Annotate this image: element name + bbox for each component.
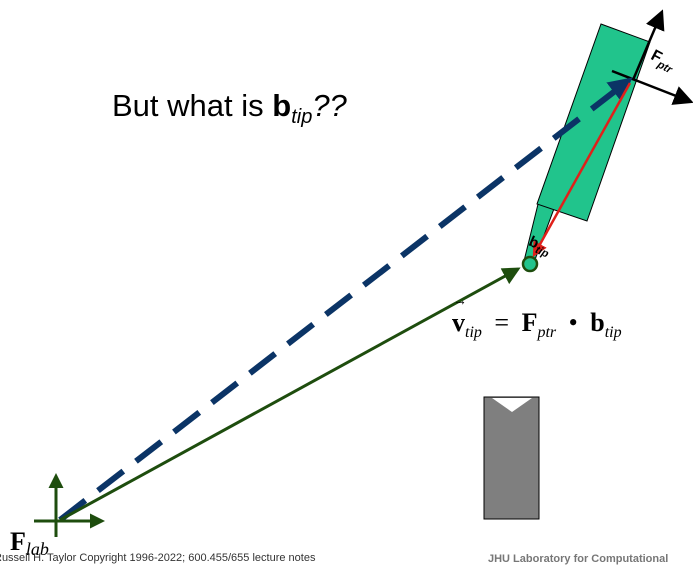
eq-equals: =: [494, 308, 510, 337]
eq-f-sub: ptr: [537, 324, 557, 341]
f-lab-label: Flab: [10, 527, 49, 560]
f-lab-label-sub: lab: [25, 539, 49, 559]
eq-v-sub: tip: [465, 324, 482, 341]
footer-copyright: Russell H. Taylor Copyright 1996-2022; 6…: [0, 552, 316, 564]
title-suffix: ??: [312, 88, 347, 123]
tool-notch: [492, 398, 532, 412]
eq-b: b: [590, 308, 605, 337]
b-tip-vector: [532, 82, 632, 258]
vector-arrow-icon: →: [453, 294, 467, 309]
eq-v-symbol: v: [452, 308, 465, 337]
tip-equation: →vtip = Fptr • btip: [452, 294, 622, 342]
eq-dot: •: [568, 308, 578, 337]
f-ptr-axis-x: [611, 69, 693, 105]
v-tip-vector: [59, 267, 521, 522]
eq-f: F: [521, 308, 538, 337]
dashed-frame-vector: [58, 77, 633, 523]
title-subscript: tip: [291, 106, 313, 128]
title-prefix: But what is: [112, 88, 273, 123]
title-symbol: b: [272, 88, 292, 123]
pointer-body: [536, 23, 651, 222]
eq-b-sub: tip: [604, 324, 622, 341]
tip-marker: [521, 255, 539, 273]
f-ptr-axis-y: [631, 9, 665, 81]
slide-title: But what is btip??: [112, 90, 347, 127]
eq-v: →v: [452, 294, 467, 338]
tool-body: [483, 396, 540, 520]
f-lab-label-main: F: [10, 527, 26, 556]
footer-lab: JHU Laboratory for Computational: [488, 553, 669, 565]
